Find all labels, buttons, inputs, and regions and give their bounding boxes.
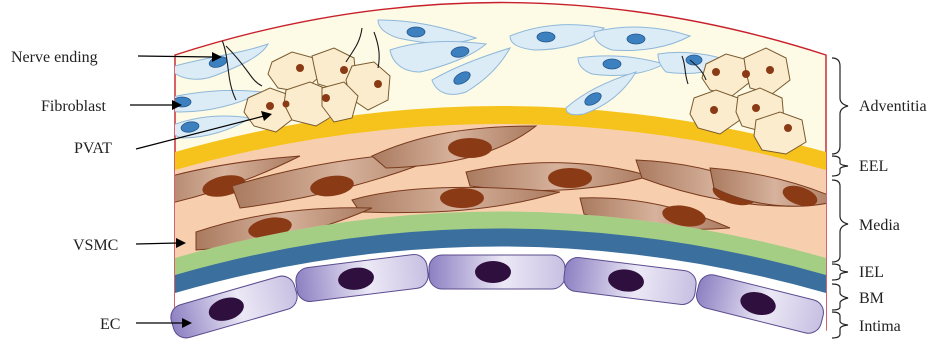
label-ec: EC [100, 316, 120, 333]
brace-adventitia [832, 58, 848, 154]
label-pvat: PVAT [74, 140, 112, 157]
brace-iel [832, 264, 848, 280]
label-vsmc: VSMC [73, 237, 118, 254]
arrow-ec [136, 318, 192, 328]
label-nerve-ending: Nerve ending [11, 49, 98, 66]
label-adventitia: Adventitia [859, 98, 927, 115]
endothelial-cell [429, 255, 565, 289]
brace-bm [832, 284, 848, 310]
label-media: Media [859, 217, 900, 234]
label-intima: Intima [859, 318, 901, 335]
label-fibroblast: Fibroblast [41, 98, 106, 115]
label-bm: BM [859, 290, 884, 307]
brace-media [832, 180, 848, 262]
brace-eel [832, 156, 848, 176]
layer-braces [832, 58, 848, 338]
right-labels: Adventitia EEL Media IEL BM Intima [859, 98, 927, 335]
left-labels: Nerve ending Fibroblast PVAT VSMC EC [11, 49, 120, 333]
label-eel: EEL [859, 158, 888, 175]
arrow-fibroblast [130, 100, 182, 110]
arrow-vsmc [136, 238, 186, 248]
brace-intima [832, 312, 848, 338]
label-iel: IEL [859, 264, 884, 281]
